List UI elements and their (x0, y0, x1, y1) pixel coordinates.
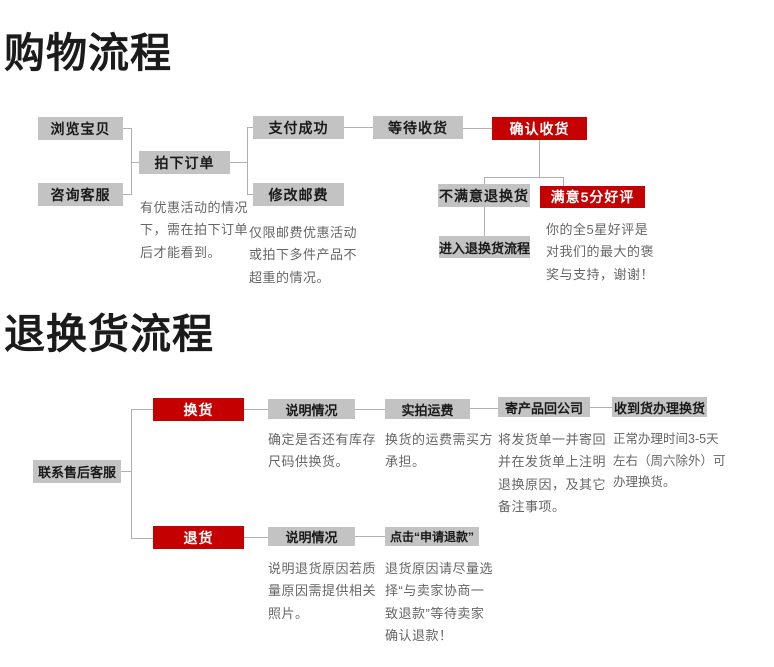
connector-line (131, 409, 132, 538)
connector-line (484, 177, 564, 178)
connector-line (247, 127, 253, 128)
note-actual-shipping: 换货的运费需买方 承担。 (385, 432, 494, 470)
connector-line (563, 177, 564, 186)
connector-line (131, 409, 153, 410)
connector-line (484, 207, 485, 236)
note-click-refund: 退货原因请尽量选 择“与卖家协商一 致退款”等待卖家 确认退款！ (385, 561, 494, 644)
node-unsatisfied-return: 不满意退换货 (438, 184, 530, 207)
connector-line (123, 194, 131, 195)
node-click-refund: 点击“申请退款” (385, 527, 479, 546)
note-explain-return: 说明退货原因若质 量原因需提供相关 照片。 (268, 561, 377, 621)
connector-line (355, 536, 385, 537)
connector-line (131, 128, 132, 195)
connector-line (470, 408, 498, 409)
node-actual-shipping: 实拍运费 (385, 399, 470, 419)
note-modify-postage: 仅限邮费优惠活动 或拍下多件产品不 超重的情况。 (249, 225, 358, 285)
note-send-back: 将发货单一并寄回 并在发货单上注明 退换原因，及其它 备注事项。 (498, 432, 607, 515)
return-flow-title: 退换货流程 (4, 311, 214, 357)
connector-line (484, 177, 485, 184)
node-place-order: 拍下订单 (139, 151, 230, 174)
node-wait-delivery: 等待收货 (373, 116, 463, 139)
node-handle-exchange: 收到货办理换货 (612, 397, 707, 417)
connector-line (131, 538, 153, 539)
note-satisfied-praise: 你的全5星好评是 对我们的最大的褒 奖与支持，谢谢！ (546, 222, 655, 282)
node-explain-exchange: 说明情况 (268, 399, 355, 419)
connector-line (344, 127, 373, 128)
connector-line (230, 162, 247, 163)
node-contact-aftersales: 联系售后客服 (33, 460, 121, 483)
note-explain-exchange: 确定是否还有库存 尺码供换货。 (268, 432, 377, 470)
connector-line (121, 471, 131, 472)
node-modify-postage: 修改邮费 (253, 183, 344, 206)
node-confirm-receipt: 确认收货 (492, 117, 587, 140)
note-place-order: 有优惠活动的情况 下，需在拍下订单 后才能看到。 (140, 200, 249, 260)
node-send-back: 寄产品回公司 (498, 397, 590, 417)
note-handle-exchange: 正常办理时间3-5天 左右（周六除外）可 办理换货。 (613, 432, 726, 489)
node-explain-return: 说明情况 (268, 527, 355, 546)
node-enter-return-flow: 进入退换货流程 (439, 236, 530, 258)
connector-line (247, 127, 248, 195)
connector-line (244, 409, 268, 410)
connector-line (131, 162, 139, 163)
connector-line (590, 407, 612, 408)
connector-line (539, 140, 540, 177)
node-payment-success: 支付成功 (253, 116, 344, 139)
node-consult-service: 咨询客服 (38, 183, 123, 206)
node-exchange: 换货 (153, 398, 244, 421)
connector-line (123, 128, 131, 129)
connector-line (247, 194, 253, 195)
shopping-flow-title: 购物流程 (4, 30, 172, 76)
node-browse-items: 浏览宝贝 (38, 117, 123, 140)
connector-line (244, 537, 268, 538)
connector-line (463, 128, 492, 129)
node-satisfied-praise: 满意5分好评 (540, 186, 645, 208)
connector-line (355, 409, 385, 410)
node-return: 退货 (153, 526, 244, 549)
